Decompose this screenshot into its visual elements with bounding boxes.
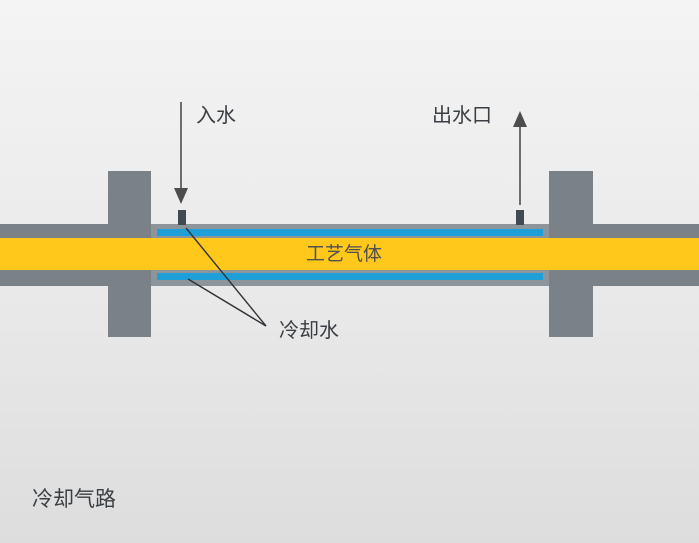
cooling-water-channel-bottom: [157, 273, 543, 280]
process-gas-stream: [0, 238, 699, 270]
water-inlet-label: 入水: [196, 103, 236, 127]
process-gas-label: 工艺气体: [306, 243, 383, 265]
water-inlet-port: [178, 210, 186, 225]
cooling-water-channel-top: [157, 229, 543, 236]
water-outlet-arrowhead: [513, 111, 527, 127]
diagram-caption: 冷却气路: [32, 487, 116, 511]
leader-line-top: [185, 227, 267, 327]
leader-line-bottom: [187, 278, 267, 327]
water-outlet-port: [516, 210, 524, 225]
water-inlet-arrowhead: [174, 188, 188, 204]
water-outlet-label: 出水口: [432, 103, 492, 127]
cooling-water-label: 冷却水: [279, 318, 339, 342]
